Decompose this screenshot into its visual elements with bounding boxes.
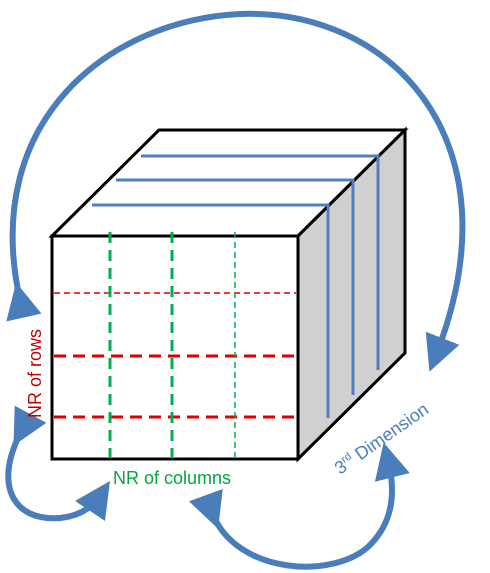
dimension-label-text: Dimension xyxy=(347,399,432,467)
rows-label: NR of rows xyxy=(25,329,45,418)
columns-label: NR of columns xyxy=(113,468,231,488)
cube-front-face xyxy=(50,234,300,461)
rows-to-dimension-arrow xyxy=(6,10,466,372)
columns-to-dimension-arrow xyxy=(188,442,410,570)
rows-to-columns-arrow xyxy=(5,405,110,522)
